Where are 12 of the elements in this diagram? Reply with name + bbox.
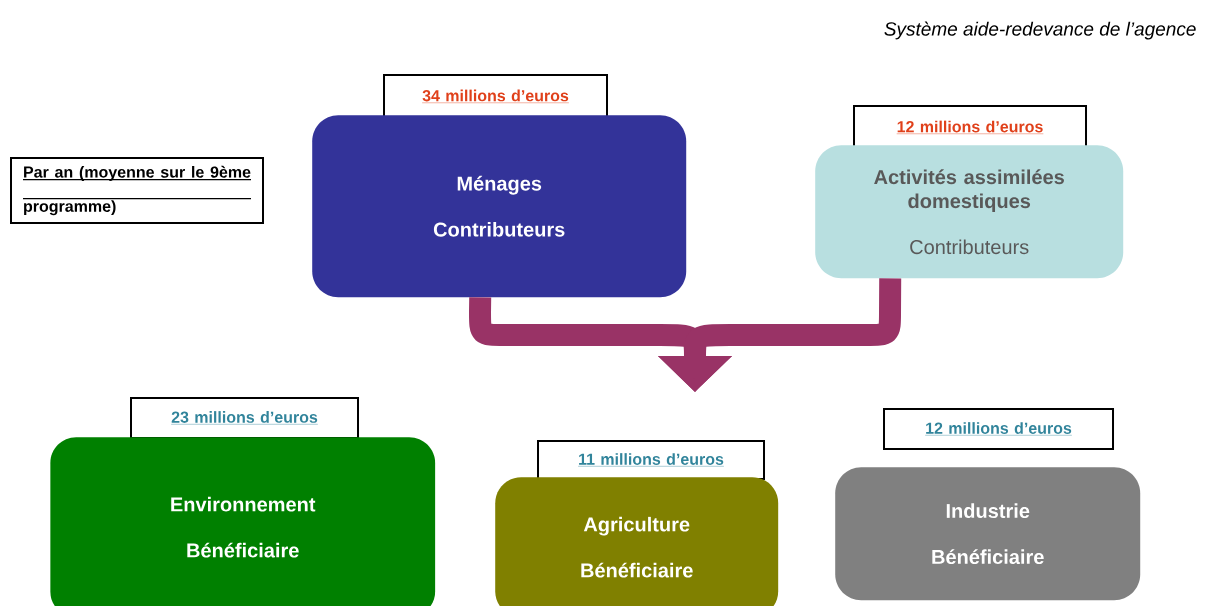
beneficiary-box: Agriculture Bénéficiaire (495, 477, 779, 606)
contributor-box: Ménages Contributeurs (312, 115, 687, 298)
amount-box: 11 millions d’euros (537, 440, 765, 480)
beneficiary-box: Environnement Bénéficiaire (50, 437, 436, 606)
amount-box: 12 millions d’euros (853, 105, 1087, 150)
beneficiary-box: Industrie Bénéficiaire (835, 467, 1141, 601)
amount-box: 12 millions d’euros (883, 408, 1114, 450)
amount-box: 34 millions d’euros (383, 74, 608, 119)
note-box: Par an (moyenne sur le 9ème programme) (10, 157, 264, 224)
amount-box: 23 millions d’euros (130, 397, 359, 439)
contributor-box: Activités assimilées domestiques Contributeurs (815, 145, 1124, 279)
title: Système aide-redevance de l’agence (884, 21, 1196, 40)
